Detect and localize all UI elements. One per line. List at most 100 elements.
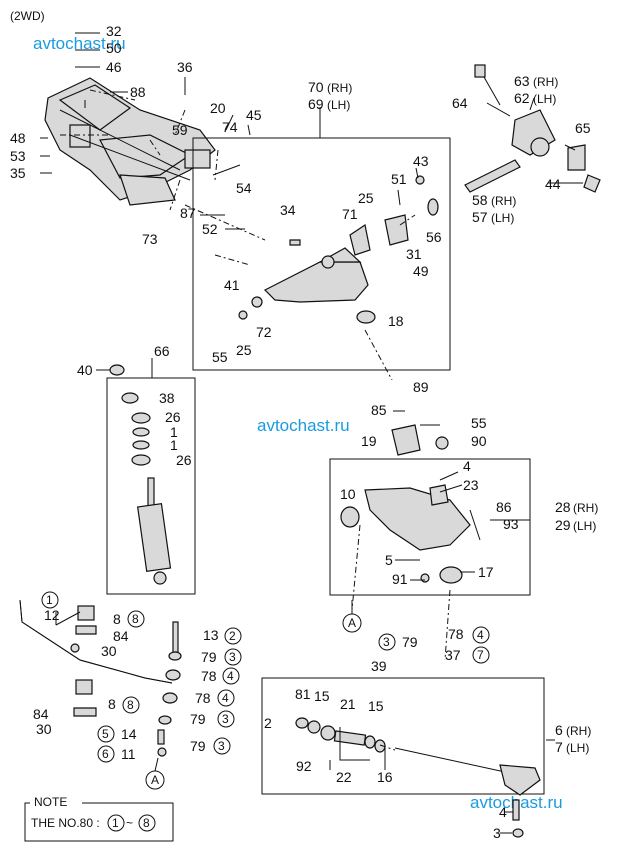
callout: 88 xyxy=(130,84,146,100)
callout: 79 xyxy=(402,634,418,650)
callout-side: (LH) xyxy=(533,92,556,106)
callout: 85 xyxy=(371,402,387,418)
callout: 86 xyxy=(496,499,512,515)
callout: 3 xyxy=(493,825,501,841)
callout: 52 xyxy=(202,221,218,237)
circled-ref: 6 xyxy=(102,747,109,761)
callout: 50 xyxy=(106,40,122,56)
callout: 64 xyxy=(452,95,468,111)
upper-arm-box xyxy=(192,137,451,371)
callout: 93 xyxy=(503,516,519,532)
leader-lines xyxy=(40,32,583,770)
circled-ref: 8 xyxy=(132,612,139,626)
callout: 30 xyxy=(36,721,52,737)
callout: 20 xyxy=(210,100,226,116)
ref-A: A xyxy=(348,616,356,630)
callout: 78 xyxy=(201,668,217,684)
callout: 16 xyxy=(377,769,393,785)
callout: 1 xyxy=(170,424,178,440)
callout-side: (LH) xyxy=(327,98,350,112)
callout: 78 xyxy=(448,626,464,642)
crossmember-drawing xyxy=(44,77,216,206)
callout: 38 xyxy=(159,390,175,406)
callout: 39 xyxy=(371,658,387,674)
callout: 30 xyxy=(101,643,117,659)
circled-ref: 4 xyxy=(222,691,229,705)
callout: 81 xyxy=(295,686,311,702)
callout: 11 xyxy=(121,746,136,762)
callout: 69 xyxy=(308,96,324,112)
callout: 79 xyxy=(190,711,206,727)
stabilizer-drawing xyxy=(19,599,182,757)
callout: 5 xyxy=(385,552,393,568)
callout: 25 xyxy=(236,342,252,358)
shock-box xyxy=(106,377,196,595)
callout-side: (LH) xyxy=(573,519,596,533)
circled-ref: 4 xyxy=(227,669,234,683)
callout: 35 xyxy=(10,165,26,181)
callout-side: (RH) xyxy=(491,194,516,208)
callout-side: (LH) xyxy=(566,741,589,755)
callout: 15 xyxy=(368,698,384,714)
ref-A: A xyxy=(151,773,159,787)
strut-rod-drawing xyxy=(464,64,601,193)
callout: 17 xyxy=(478,564,494,580)
callout: 54 xyxy=(236,180,252,196)
callout: 29 xyxy=(555,517,571,533)
note-tilde: ~ xyxy=(126,816,133,830)
watermark-top: avtochast.ru xyxy=(33,34,126,53)
lower-arm-box xyxy=(329,458,531,596)
callout: 73 xyxy=(142,231,158,247)
callout-side: (RH) xyxy=(566,724,591,738)
callout: 49 xyxy=(413,263,429,279)
callout: 74 xyxy=(222,119,238,135)
callout: 28 xyxy=(555,499,571,515)
circled-ref: 3 xyxy=(222,712,229,726)
callout: 25 xyxy=(358,190,374,206)
callout: 8 xyxy=(113,611,121,627)
callout: 4 xyxy=(499,804,507,820)
callout: 56 xyxy=(426,229,442,245)
callout: 79 xyxy=(190,738,206,754)
callout: 26 xyxy=(165,409,181,425)
callout: 6 xyxy=(555,722,563,738)
note-text: THE NO.80 : xyxy=(31,816,100,830)
callout: 51 xyxy=(391,171,407,187)
note-box: NOTE THE NO.80 : 1 ~ 8 xyxy=(24,795,174,842)
callout: 18 xyxy=(388,313,404,329)
upper-arm-drawing xyxy=(238,175,439,324)
circled-ref: 5 xyxy=(102,727,109,741)
callout-side: (RH) xyxy=(533,75,558,89)
callout: 87 xyxy=(180,205,196,221)
callout: 72 xyxy=(256,324,272,340)
callout: 4 xyxy=(463,458,471,474)
callout: 63 xyxy=(514,73,530,89)
callout-side: (RH) xyxy=(573,501,598,515)
callout: 15 xyxy=(314,688,330,704)
callout: 21 xyxy=(340,696,356,712)
callout: 13 xyxy=(203,627,219,643)
callout: 59 xyxy=(172,122,188,138)
callout: 90 xyxy=(471,433,487,449)
callout: 34 xyxy=(280,202,296,218)
callout: 71 xyxy=(342,206,358,222)
circled-ref: 3 xyxy=(218,739,225,753)
callout-side: (RH) xyxy=(327,81,352,95)
callout: 57 xyxy=(472,209,488,225)
circled-ref: 2 xyxy=(229,629,236,643)
watermark-mid: avtochast.ru xyxy=(257,416,350,435)
callout: 10 xyxy=(340,486,356,502)
circled-refs: 1 8 2 3 4 8 4 3 5 6 3 3 4 7 A A xyxy=(41,591,490,790)
dashed-leaders xyxy=(60,89,451,751)
callout: 22 xyxy=(336,769,352,785)
circled-ref: 3 xyxy=(383,635,390,649)
callout: 26 xyxy=(176,452,192,468)
tie-rod-box xyxy=(261,677,545,795)
circled-ref: 4 xyxy=(477,628,484,642)
tie-rod-drawing xyxy=(295,717,541,796)
callout: 12 xyxy=(44,607,60,623)
callout: 14 xyxy=(121,726,137,742)
callout: 7 xyxy=(555,739,563,755)
callout: 89 xyxy=(413,379,429,395)
